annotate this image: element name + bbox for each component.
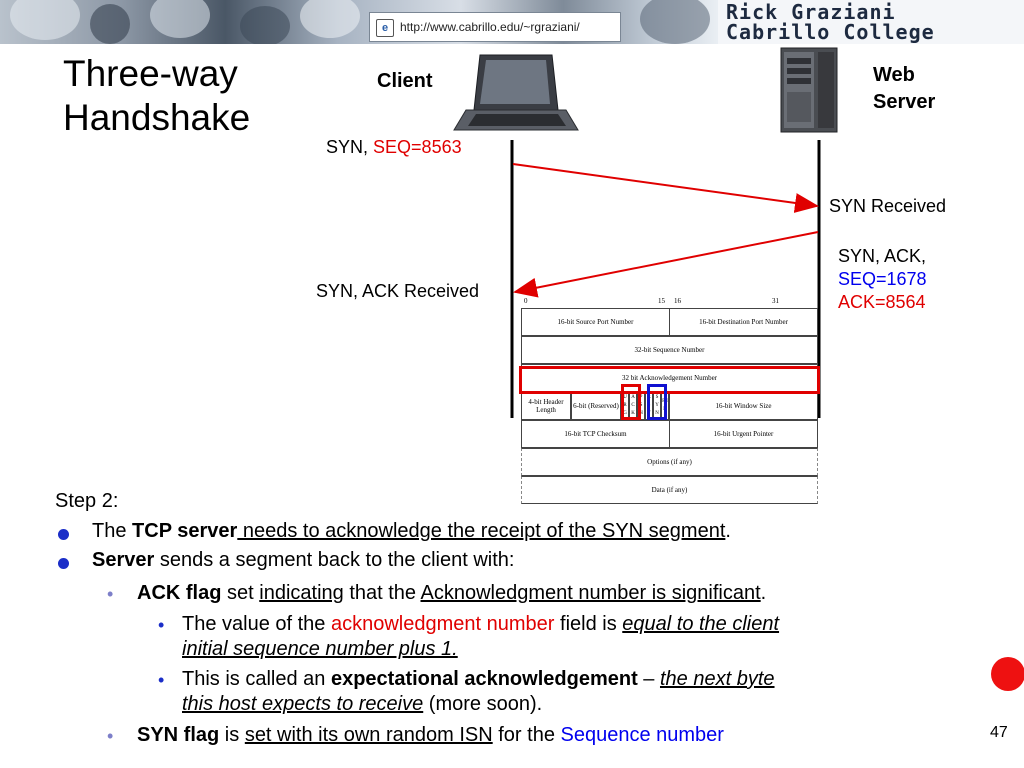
- bullet-icon: [58, 558, 69, 569]
- brand-name: Rick Graziani: [726, 0, 896, 24]
- banner-decoration: [150, 0, 210, 38]
- syn-flag-highlight: [647, 384, 667, 420]
- address-url: http://www.cabrillo.edu/~rgraziani/: [400, 20, 580, 34]
- syn-label: SYN, SEQ=8563: [326, 137, 462, 158]
- seq-number-cell: 32-bit Sequence Number: [521, 336, 818, 364]
- sub-bullet-icon: •: [107, 584, 114, 604]
- brand-college: Cabrillo College: [726, 20, 935, 44]
- bullet-expectational-line1: This is called an expectational acknowle…: [182, 668, 775, 690]
- options-cell: Options (if any): [521, 448, 818, 476]
- bullet-server-sends: Server sends a segment back to the clien…: [92, 549, 515, 571]
- syn-prefix: SYN,: [326, 137, 369, 157]
- bit-scale: 0 15 16 31: [520, 297, 820, 307]
- window-size-cell: 16-bit Window Size: [669, 392, 818, 420]
- source-port-cell: 16-bit Source Port Number: [521, 308, 670, 336]
- ack-flag-highlight: [621, 384, 641, 420]
- server-label-line1: Web: [873, 64, 915, 86]
- step-label: Step 2:: [55, 490, 119, 512]
- page-number: 47: [990, 724, 1008, 741]
- data-cell: Data (if any): [521, 476, 818, 504]
- synack-label: SYN, ACK, SEQ=1678 ACK=8564: [838, 245, 927, 314]
- reserved-cell: 6-bit (Reserved): [571, 392, 621, 420]
- bullet-ack-flag: ACK flag set indicating that the Acknowl…: [137, 582, 767, 604]
- sub-bullet-icon: •: [107, 726, 114, 746]
- checksum-cell: 16-bit TCP Checksum: [521, 420, 670, 448]
- brand-block: Rick Graziani Cabrillo College: [718, 0, 1024, 44]
- banner-decoration: [640, 0, 710, 44]
- banner-decoration: [240, 6, 290, 44]
- banner-decoration: [90, 4, 130, 44]
- bullet-icon: [58, 529, 69, 540]
- sub-sub-bullet-icon: •: [158, 615, 165, 635]
- record-button[interactable]: [991, 657, 1024, 691]
- handshake-diagram: [453, 47, 838, 418]
- slide-title: Three-way Handshake: [63, 52, 250, 140]
- dest-port-cell: 16-bit Destination Port Number: [669, 308, 818, 336]
- slide-title-line1: Three-way: [63, 53, 238, 94]
- synack-arrow: [513, 231, 819, 298]
- server-label-line2: Server: [873, 91, 936, 113]
- ack-number-highlight: [519, 366, 820, 394]
- syn-arrow: [512, 163, 819, 213]
- browser-icon: e: [376, 19, 394, 37]
- synack-seq: SEQ=1678: [838, 269, 927, 289]
- server-tower-icon: [780, 47, 838, 133]
- banner-decoration: [10, 0, 80, 40]
- bullet-syn-flag: SYN flag is set with its own random ISN …: [137, 724, 724, 746]
- bullet-ack-value-line1: The value of the acknowledgment number f…: [182, 613, 780, 635]
- bit-label: 16: [674, 297, 681, 305]
- synack-line1: SYN, ACK,: [838, 246, 927, 266]
- urgent-pointer-cell: 16-bit Urgent Pointer: [669, 420, 818, 448]
- sub-sub-bullet-icon: •: [158, 670, 165, 690]
- synack-received-label: SYN, ACK Received: [316, 281, 480, 301]
- bit-label: 31: [772, 297, 779, 305]
- banner-decoration: [300, 0, 360, 38]
- syn-seq: SEQ=8563: [373, 137, 462, 157]
- server-label: Web Server: [873, 62, 935, 116]
- bit-label: 0: [524, 297, 528, 305]
- slide-title-line2: Handshake: [63, 97, 251, 138]
- client-label: Client: [377, 70, 433, 92]
- bit-label: 15: [658, 297, 665, 305]
- syn-received-label: SYN Received: [829, 196, 947, 216]
- laptop-icon: [453, 54, 579, 131]
- bullet-ack-value-line2: initial sequence number plus 1.: [182, 638, 458, 660]
- bullet-expectational-line2: this host expects to receive (more soon)…: [182, 693, 543, 715]
- header-length-cell: 4-bit Header Length: [521, 392, 571, 420]
- synack-ack: ACK=8564: [838, 292, 926, 312]
- browser-address-bar: e http://www.cabrillo.edu/~rgraziani/: [369, 12, 621, 42]
- bullet-tcp-server: The TCP server needs to acknowledge the …: [92, 520, 731, 542]
